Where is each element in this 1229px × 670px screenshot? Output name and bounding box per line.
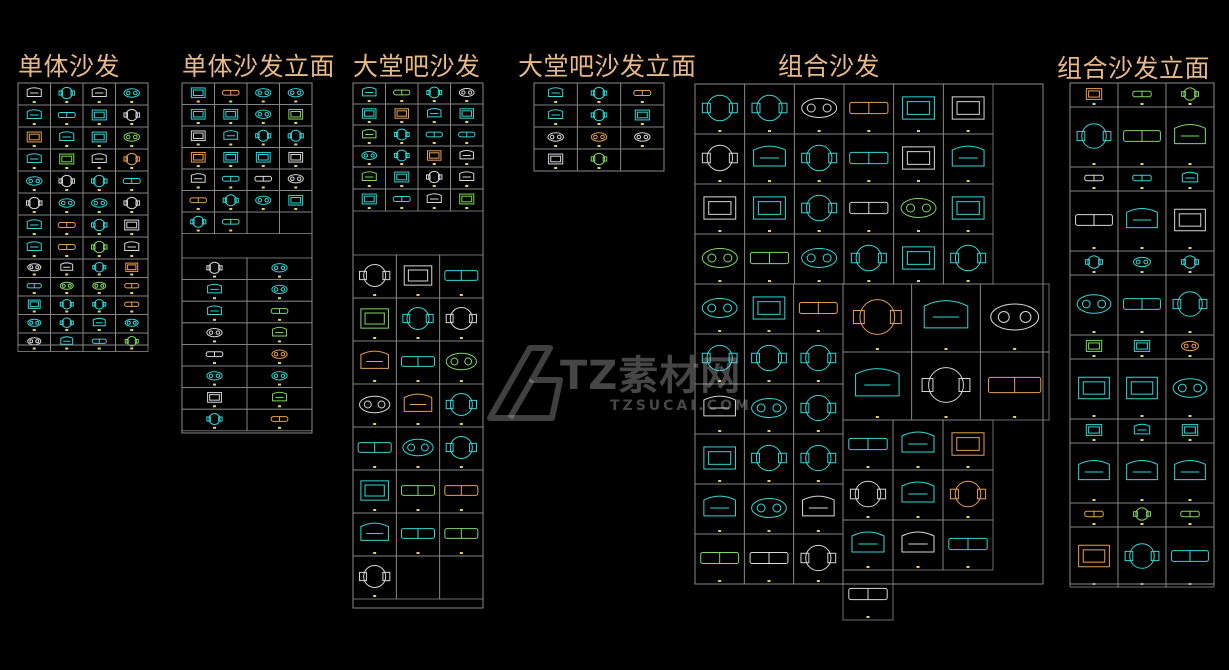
grid-lobby-bar-sofa-top — [352, 82, 484, 212]
sheet-frame — [694, 83, 1044, 585]
watermark-url: TZSUCAI.COM — [610, 398, 752, 414]
sheet-frame — [17, 82, 149, 346]
section-title-lobby-bar-sofa-elevation: 大堂吧沙发立面 — [518, 52, 697, 81]
grid-combination-sofa-mid — [842, 283, 1050, 421]
sheet-frame — [533, 82, 665, 172]
sheet-frame — [1069, 82, 1215, 585]
section-title-combination-sofa-elevation: 组合沙发立面 — [1057, 54, 1211, 83]
section-title-single-sofa: 单体沙发 — [18, 52, 121, 81]
section-title-single-sofa-elevation: 单体沙发立面 — [182, 52, 336, 81]
grid-lobby-bar-sofa-elevation — [533, 82, 665, 172]
grid-combination-sofa-left — [694, 283, 844, 585]
watermark-logo-icon — [487, 345, 563, 421]
grid-single-sofa-elevation-wide — [181, 257, 313, 432]
grid-combination-sofa-elevation — [1069, 82, 1215, 588]
sheet-frame — [181, 82, 313, 434]
watermark-brand: TZ素材网 — [560, 353, 742, 399]
grid-combination-sofa-right — [842, 419, 994, 571]
grid-lobby-bar-sofa-lower — [352, 254, 484, 600]
section-title-lobby-bar-sofa: 大堂吧沙发 — [353, 52, 481, 81]
grid-combination-sofa-top — [694, 83, 994, 285]
section-title-combination-sofa: 组合沙发 — [778, 52, 881, 81]
grid-single-sofa-elevation — [181, 82, 313, 234]
grid-single-sofa — [17, 82, 149, 352]
grid-combination-sofa-bottom — [842, 569, 894, 621]
sheet-frame — [352, 82, 484, 609]
